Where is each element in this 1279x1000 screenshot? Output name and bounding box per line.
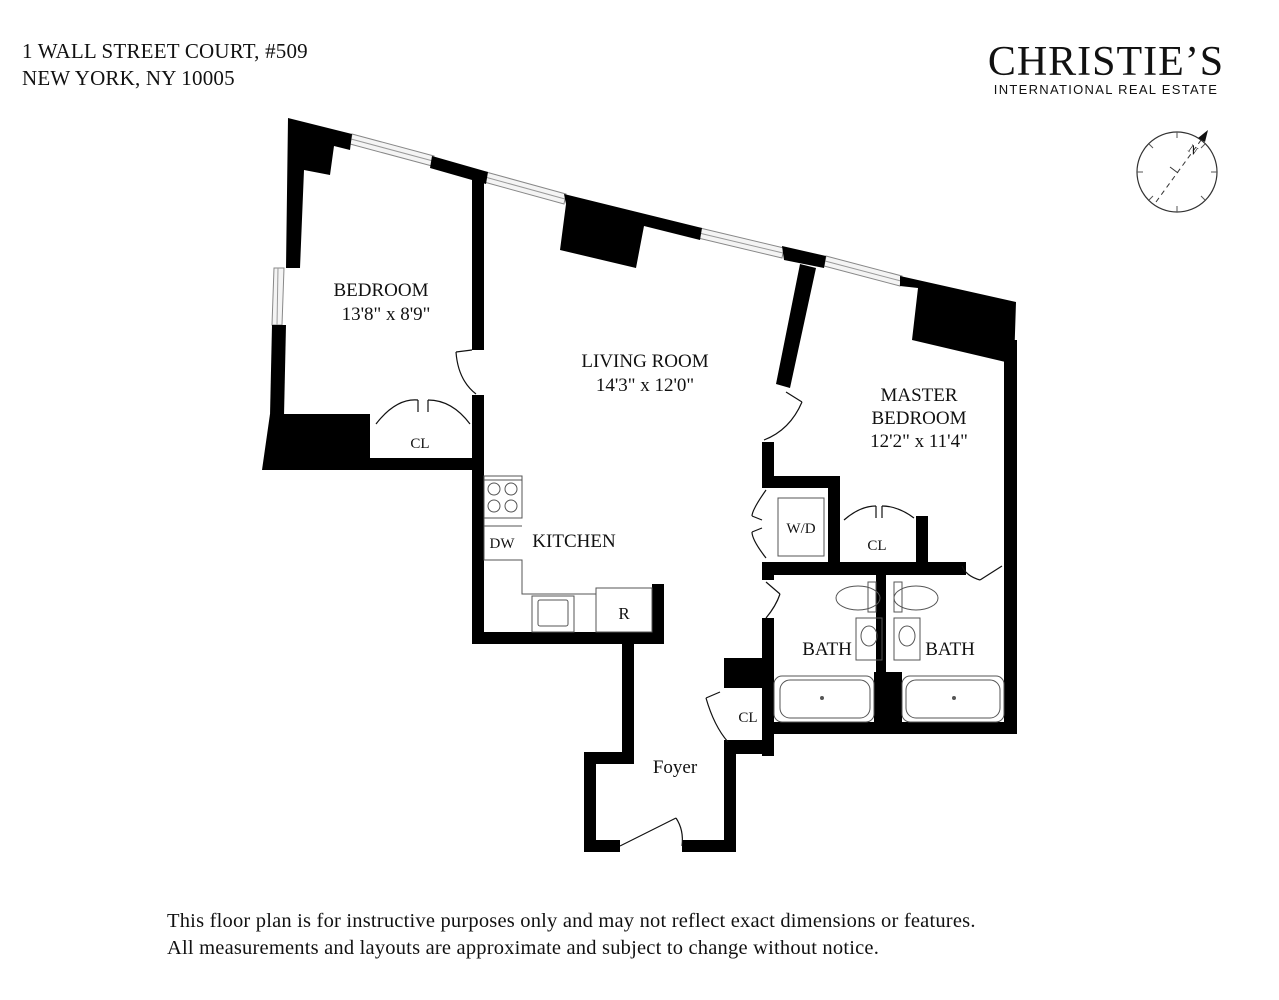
property-address: 1 WALL STREET COURT, #509 NEW YORK, NY 1…	[22, 38, 308, 92]
range-icon	[483, 475, 523, 519]
bathtub-icon	[901, 675, 1005, 723]
sink-icon	[855, 617, 883, 661]
bath-right-door	[961, 565, 1003, 581]
bedroom-name: BEDROOM	[333, 280, 428, 301]
bath-fixtures	[773, 581, 1005, 723]
bath-left-door	[765, 581, 781, 619]
sink-icon	[893, 617, 921, 661]
kitchen-name: KITCHEN	[532, 531, 616, 552]
dishwasher-label: DW	[490, 536, 516, 552]
foyer-name: Foyer	[653, 757, 698, 778]
bedroom-door	[455, 349, 477, 395]
master-bedroom-size: 12'2" x 11'4"	[870, 431, 968, 452]
compass-north-label: N	[1185, 141, 1200, 158]
washer-dryer-label: W/D	[786, 521, 815, 537]
disclaimer: This floor plan is for instructive purpo…	[167, 908, 976, 962]
disclaimer-line-2: All measurements and layouts are approxi…	[167, 937, 880, 959]
kitchen-fixtures	[483, 475, 825, 633]
master-closet-label: CL	[867, 538, 886, 554]
wd-closet-door	[751, 489, 767, 559]
living-room-size: 14'3" x 12'0"	[596, 375, 694, 396]
brand-logo: CHRISTIE’S INTERNATIONAL REAL ESTATE	[966, 40, 1246, 97]
bedroom-closet-door	[375, 399, 471, 425]
master-bedroom-name-1: MASTER	[880, 385, 957, 406]
brand-name: CHRISTIE’S	[987, 39, 1225, 85]
disclaimer-line-1: This floor plan is for instructive purpo…	[167, 910, 976, 932]
foyer-closet-label: CL	[738, 710, 757, 726]
bath-right-name: BATH	[925, 639, 975, 660]
toilet-icon	[893, 585, 939, 611]
kitchen-sink-icon	[531, 595, 575, 633]
bathtub-icon	[773, 675, 875, 723]
living-room-name: LIVING ROOM	[581, 351, 708, 372]
address-line-2: NEW YORK, NY 10005	[22, 66, 235, 90]
entry-door	[619, 817, 683, 847]
washer-dryer-icon	[777, 497, 825, 557]
toilet-icon	[835, 585, 881, 611]
refrigerator-label: R	[618, 604, 630, 623]
master-bedroom-door	[763, 391, 803, 441]
master-bedroom-name-2: BEDROOM	[871, 408, 966, 429]
bath-left-name: BATH	[802, 639, 852, 660]
room-labels: BEDROOM 13'8" x 8'9" LIVING ROOM 14'3" x…	[333, 280, 975, 778]
compass-icon: N	[1136, 130, 1218, 213]
refrigerator-icon	[595, 587, 653, 633]
master-closet-door	[843, 505, 915, 521]
walls	[262, 118, 1017, 852]
brand-tagline: INTERNATIONAL REAL ESTATE	[993, 82, 1219, 97]
bedroom-closet-label: CL	[410, 436, 429, 452]
address-line-1: 1 WALL STREET COURT, #509	[22, 39, 308, 63]
bedroom-size: 13'8" x 8'9"	[342, 304, 431, 325]
foyer-closet-door	[705, 691, 729, 743]
doors	[375, 349, 1003, 847]
